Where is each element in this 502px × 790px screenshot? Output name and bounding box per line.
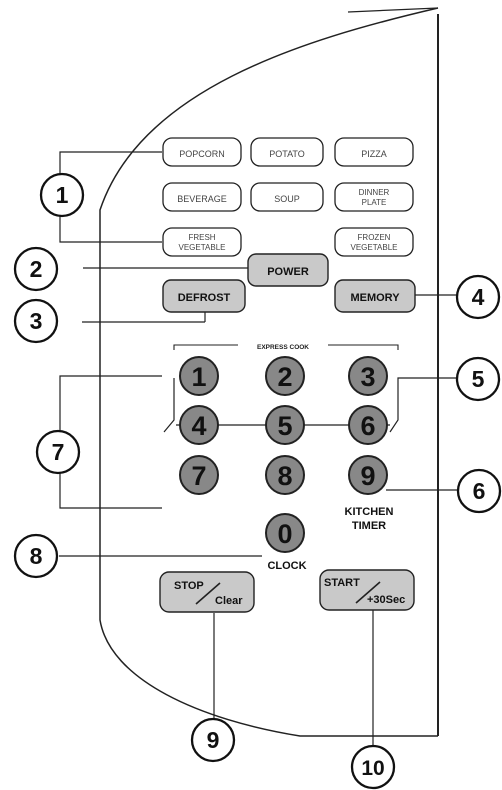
key-1-label: 1 bbox=[191, 362, 206, 392]
key-2-label: 2 bbox=[277, 362, 292, 392]
key-3[interactable]: 3 bbox=[348, 356, 388, 396]
key-0-label: 0 bbox=[277, 519, 292, 549]
timer-label: TIMER bbox=[352, 520, 386, 532]
memory-button[interactable]: MEMORY bbox=[334, 279, 416, 313]
popcorn-label: POPCORN bbox=[179, 149, 225, 159]
plate-label: PLATE bbox=[362, 198, 387, 207]
key-9-label: 9 bbox=[360, 461, 375, 491]
dinner-plate-button[interactable]: DINNER PLATE bbox=[334, 182, 414, 212]
defrost-label: DEFROST bbox=[178, 292, 231, 304]
key-8[interactable]: 8 bbox=[265, 455, 305, 495]
plus30sec-label: +30Sec bbox=[367, 594, 405, 606]
fresh-vegetable-label: VEGETABLE bbox=[179, 243, 226, 252]
key-7-label: 7 bbox=[191, 461, 206, 491]
power-button[interactable]: POWER bbox=[247, 253, 329, 287]
potato-label: POTATO bbox=[269, 149, 305, 159]
callout-9-label: 9 bbox=[207, 727, 220, 753]
frozen-label: FROZEN bbox=[358, 233, 391, 242]
callout-1-label: 1 bbox=[56, 182, 69, 208]
callout-10-label: 10 bbox=[361, 757, 384, 780]
clear-label: Clear bbox=[215, 595, 243, 607]
memory-label: MEMORY bbox=[350, 292, 400, 304]
callout-3: 3 bbox=[13, 298, 59, 344]
start-label: START bbox=[324, 577, 360, 589]
key-4[interactable]: 4 bbox=[179, 405, 219, 445]
callout-4-label: 4 bbox=[472, 284, 485, 310]
key-3-label: 3 bbox=[360, 362, 375, 392]
start-30sec-button[interactable]: START +30Sec bbox=[319, 569, 415, 611]
callout-2-label: 2 bbox=[30, 256, 43, 282]
pizza-label: PIZZA bbox=[361, 149, 387, 159]
callout-2: 2 bbox=[13, 246, 59, 292]
key-6[interactable]: 6 bbox=[348, 405, 388, 445]
key-4-label: 4 bbox=[191, 411, 206, 441]
power-label: POWER bbox=[267, 266, 309, 278]
stop-label: STOP bbox=[174, 580, 204, 592]
panel-top-edge bbox=[347, 7, 439, 13]
frozen-vegetable-button[interactable]: FROZEN VEGETABLE bbox=[334, 227, 414, 257]
callout-8: 8 bbox=[13, 533, 59, 579]
callout-1: 1 bbox=[39, 172, 85, 218]
soup-label: SOUP bbox=[274, 194, 300, 204]
fresh-label: FRESH bbox=[188, 233, 215, 242]
key-7[interactable]: 7 bbox=[179, 455, 219, 495]
key-9[interactable]: 9 bbox=[348, 455, 388, 495]
callout-7: 7 bbox=[35, 429, 81, 475]
pizza-button[interactable]: PIZZA bbox=[334, 137, 414, 167]
panel-outline bbox=[99, 7, 439, 737]
callout-5-label: 5 bbox=[472, 366, 485, 392]
key-1[interactable]: 1 bbox=[179, 356, 219, 396]
key-0[interactable]: 0 bbox=[265, 513, 305, 553]
clock-label: CLOCK bbox=[267, 560, 306, 572]
key-6-label: 6 bbox=[360, 411, 375, 441]
callout-5: 5 bbox=[455, 356, 501, 402]
kitchen-label: KITCHEN bbox=[345, 506, 394, 518]
key-2[interactable]: 2 bbox=[265, 356, 305, 396]
express-cook-label: EXPRESS COOK bbox=[257, 344, 309, 351]
express-cook-backdrop bbox=[238, 341, 328, 350]
callout-9: 9 bbox=[190, 717, 236, 763]
number-pad: 1 2 3 4 5 6 7 8 bbox=[179, 356, 388, 553]
callout-3-label: 3 bbox=[30, 308, 43, 334]
popcorn-button[interactable]: POPCORN bbox=[162, 137, 242, 167]
key-5-label: 5 bbox=[277, 411, 292, 441]
dinner-label: DINNER bbox=[359, 188, 390, 197]
key-5[interactable]: 5 bbox=[265, 405, 305, 445]
callout-6-label: 6 bbox=[473, 478, 486, 504]
key-8-label: 8 bbox=[277, 461, 292, 491]
defrost-button[interactable]: DEFROST bbox=[162, 279, 246, 313]
callout-10: 10 bbox=[350, 744, 396, 790]
callout-6: 6 bbox=[456, 468, 502, 514]
fresh-vegetable-button[interactable]: FRESH VEGETABLE bbox=[162, 227, 242, 257]
frozen-vegetable-label: VEGETABLE bbox=[351, 243, 398, 252]
beverage-label: BEVERAGE bbox=[177, 194, 227, 204]
stop-clear-button[interactable]: STOP Clear bbox=[159, 571, 255, 613]
soup-button[interactable]: SOUP bbox=[250, 182, 324, 212]
callout-4: 4 bbox=[455, 274, 501, 320]
potato-button[interactable]: POTATO bbox=[250, 137, 324, 167]
beverage-button[interactable]: BEVERAGE bbox=[162, 182, 242, 212]
callout-8-label: 8 bbox=[30, 543, 43, 569]
callout-7-label: 7 bbox=[52, 439, 65, 465]
food-buttons: POPCORN POTATO PIZZA BEVERAGE SOUP DINNE… bbox=[162, 137, 414, 257]
